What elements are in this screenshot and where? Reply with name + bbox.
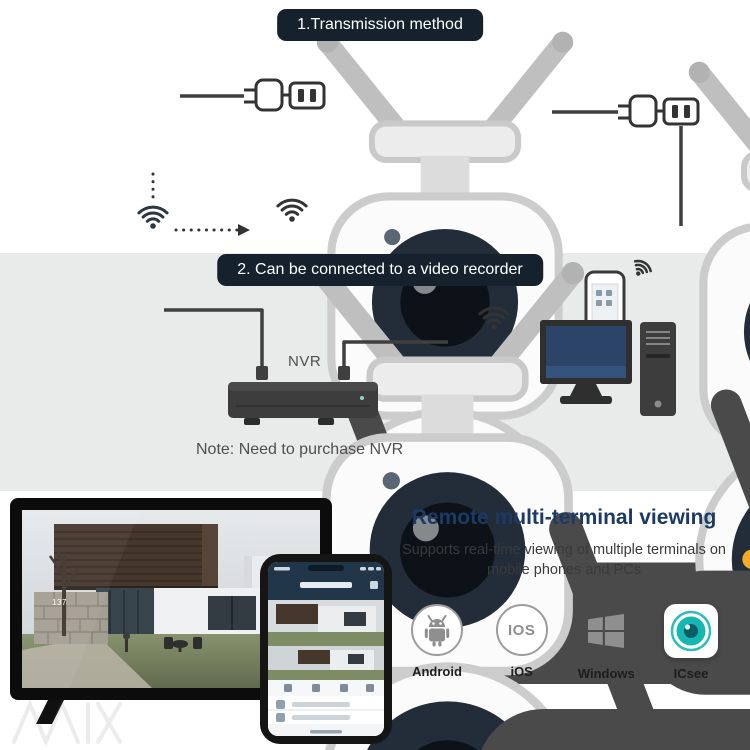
phone-notch — [308, 565, 344, 571]
phone-mockup — [260, 554, 392, 744]
power-adapter-2 — [552, 94, 700, 226]
tree — [48, 551, 80, 636]
router-3 — [476, 306, 750, 750]
nvr-wiring — [164, 308, 448, 372]
platform-icsee: ICsee — [652, 604, 730, 681]
lawn-lamp — [125, 638, 128, 652]
ios-circle-icon: IOS — [495, 604, 548, 656]
viewing-subtitle: Supports real-time viewing of multiple t… — [402, 542, 726, 578]
icsee-eye-icon — [663, 604, 718, 658]
watermark — [12, 698, 122, 748]
platform-label: ICsee — [673, 666, 709, 681]
windows-flag-icon — [579, 604, 633, 658]
nvr-box — [228, 382, 378, 425]
section2-title: 2. Can be connected to a video recorder — [217, 254, 543, 286]
plug-icon — [254, 78, 284, 112]
house-number: 137 — [52, 598, 67, 607]
ios-badge-text: IOS — [507, 621, 536, 639]
wifi-icon — [633, 259, 652, 276]
cable-plug-icon — [338, 366, 350, 380]
power-adapter-1 — [180, 78, 326, 112]
android-robot-icon — [411, 604, 463, 656]
cable-plug-icon — [256, 366, 268, 380]
nvr-note: Note: Need to purchase NVR — [196, 441, 404, 458]
wifi-link — [137, 172, 250, 236]
pc-tower-icon — [640, 322, 676, 416]
platform-label: iOS — [510, 664, 533, 679]
patio-furniture — [164, 637, 202, 652]
power-brick-icon — [662, 97, 700, 126]
router-1 — [277, 198, 750, 684]
arrow-icon — [238, 224, 250, 236]
power-brick-icon — [288, 81, 326, 110]
tv — [10, 498, 332, 724]
viewing-heading: Remote multi-terminal viewing — [411, 506, 717, 529]
platform-label: Android — [412, 664, 462, 679]
platform-ios: IOS iOS — [483, 604, 561, 681]
wifi-icon — [137, 205, 169, 223]
section1-title: 1.Transmission method — [277, 9, 483, 41]
nvr-label: NVR — [288, 353, 322, 370]
phone-icon — [584, 259, 652, 336]
tv-foot — [36, 700, 64, 724]
phone-screen — [268, 562, 384, 736]
plug-icon — [628, 94, 658, 128]
platform-label: Windows — [577, 666, 635, 681]
platform-windows: Windows — [567, 604, 645, 681]
platform-android: Android — [398, 604, 476, 681]
platforms-row: Android IOS iOS Windows — [398, 604, 730, 681]
monitor-icon — [540, 320, 632, 404]
